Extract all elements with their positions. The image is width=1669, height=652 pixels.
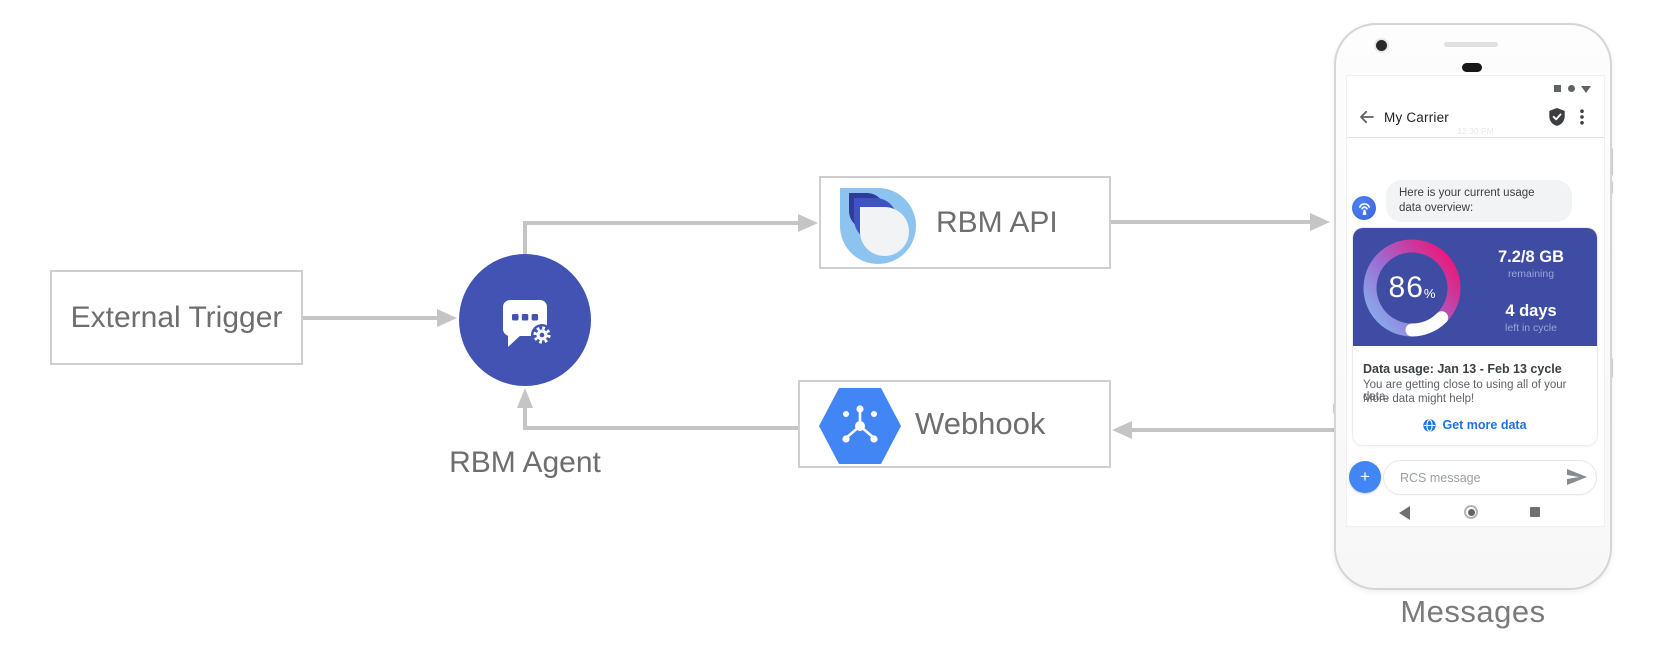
gauge-percent-value: 86 (1388, 271, 1424, 304)
days-left-stat: 4 days left in cycle (1483, 302, 1579, 334)
plus-icon: + (1360, 467, 1370, 486)
chat-bubble-line1: Here is your current usage (1399, 187, 1535, 199)
arrow-agent-to-api (523, 221, 798, 262)
status-square-icon (1554, 85, 1561, 92)
webhook-label: Webhook (915, 406, 1046, 441)
earpiece (1462, 63, 1482, 72)
arrowhead-to-agent (437, 309, 457, 327)
usage-card-body-line2: More data might help! (1363, 393, 1475, 405)
days-left-value: 4 days (1505, 302, 1557, 320)
globe-icon (1423, 418, 1437, 432)
overflow-menu-icon[interactable] (1580, 109, 1584, 125)
compose-field[interactable] (1384, 461, 1596, 494)
rcs-message-input[interactable] (1398, 469, 1552, 486)
rbm-api-label: RBM API (936, 205, 1058, 239)
arrowhead-webhook-to-agent (517, 388, 533, 408)
header-divider (1347, 137, 1604, 138)
get-more-data-label: Get more data (1442, 418, 1527, 432)
arrowhead-to-api (798, 214, 818, 232)
chat-bubble: Here is your current usage data overview… (1386, 180, 1572, 222)
arrowhead-to-webhook (1112, 421, 1132, 439)
webhook-node: Webhook (798, 380, 1111, 468)
send-icon[interactable] (1567, 469, 1587, 485)
data-remaining-label: remaining (1507, 268, 1555, 280)
data-remaining-stat: 7.2/8 GB remaining (1483, 248, 1579, 280)
rbm-api-logo-icon (840, 188, 916, 264)
verified-shield-icon (1549, 108, 1565, 126)
gauge-percent: 86 % (1363, 239, 1461, 337)
back-arrow-icon[interactable] (1358, 109, 1374, 125)
status-triangle-icon (1581, 86, 1591, 93)
nav-recents-button[interactable] (1530, 507, 1540, 517)
usage-gauge (1363, 239, 1461, 337)
agent-avatar (1352, 196, 1376, 220)
rbm-agent-node (459, 254, 591, 386)
phone-screen: My Carrier 12:30 PM Here i (1346, 75, 1605, 527)
conversation-title: My Carrier (1384, 110, 1449, 125)
usage-card-title: Data usage: Jan 13 - Feb 13 cycle (1363, 362, 1562, 376)
chat-bubble-line2: data overview: (1399, 202, 1474, 214)
usage-card-body-line1: You are getting close to using all of yo… (1363, 379, 1567, 403)
speaker-grille (1444, 42, 1498, 47)
usage-card: 86 % 7.2/8 GB remaining 4 days left in c… (1353, 228, 1597, 445)
phone-mockup: My Carrier 12:30 PM Here i (1334, 23, 1612, 590)
external-trigger-label: External Trigger (70, 300, 283, 334)
antenna-icon (1358, 202, 1370, 215)
nav-back-button[interactable] (1399, 506, 1410, 520)
get-more-data-button[interactable]: Get more data (1353, 418, 1597, 432)
messages-caption: Messages (1400, 594, 1546, 629)
timestamp: 12:30 PM (1457, 126, 1494, 136)
webhook-hexagon-icon (819, 388, 901, 464)
data-remaining-value: 7.2/8 GB (1497, 248, 1565, 266)
chat-gear-icon (503, 300, 553, 347)
gauge-percent-unit: % (1423, 285, 1436, 301)
front-camera (1376, 40, 1387, 51)
external-trigger-node: External Trigger (50, 270, 303, 365)
arrow-webhook-to-agent (523, 408, 798, 430)
nav-home-button[interactable] (1464, 505, 1478, 519)
status-circle-icon (1568, 85, 1575, 92)
rbm-api-node: RBM API (819, 176, 1111, 269)
rbm-agent-label: RBM Agent (449, 446, 601, 479)
days-left-label: left in cycle (1505, 322, 1557, 334)
attach-plus-button[interactable]: + (1349, 461, 1381, 493)
usage-card-gauge-panel: 86 % 7.2/8 GB remaining 4 days left in c… (1353, 228, 1597, 346)
arrowhead-to-phone (1310, 213, 1330, 231)
